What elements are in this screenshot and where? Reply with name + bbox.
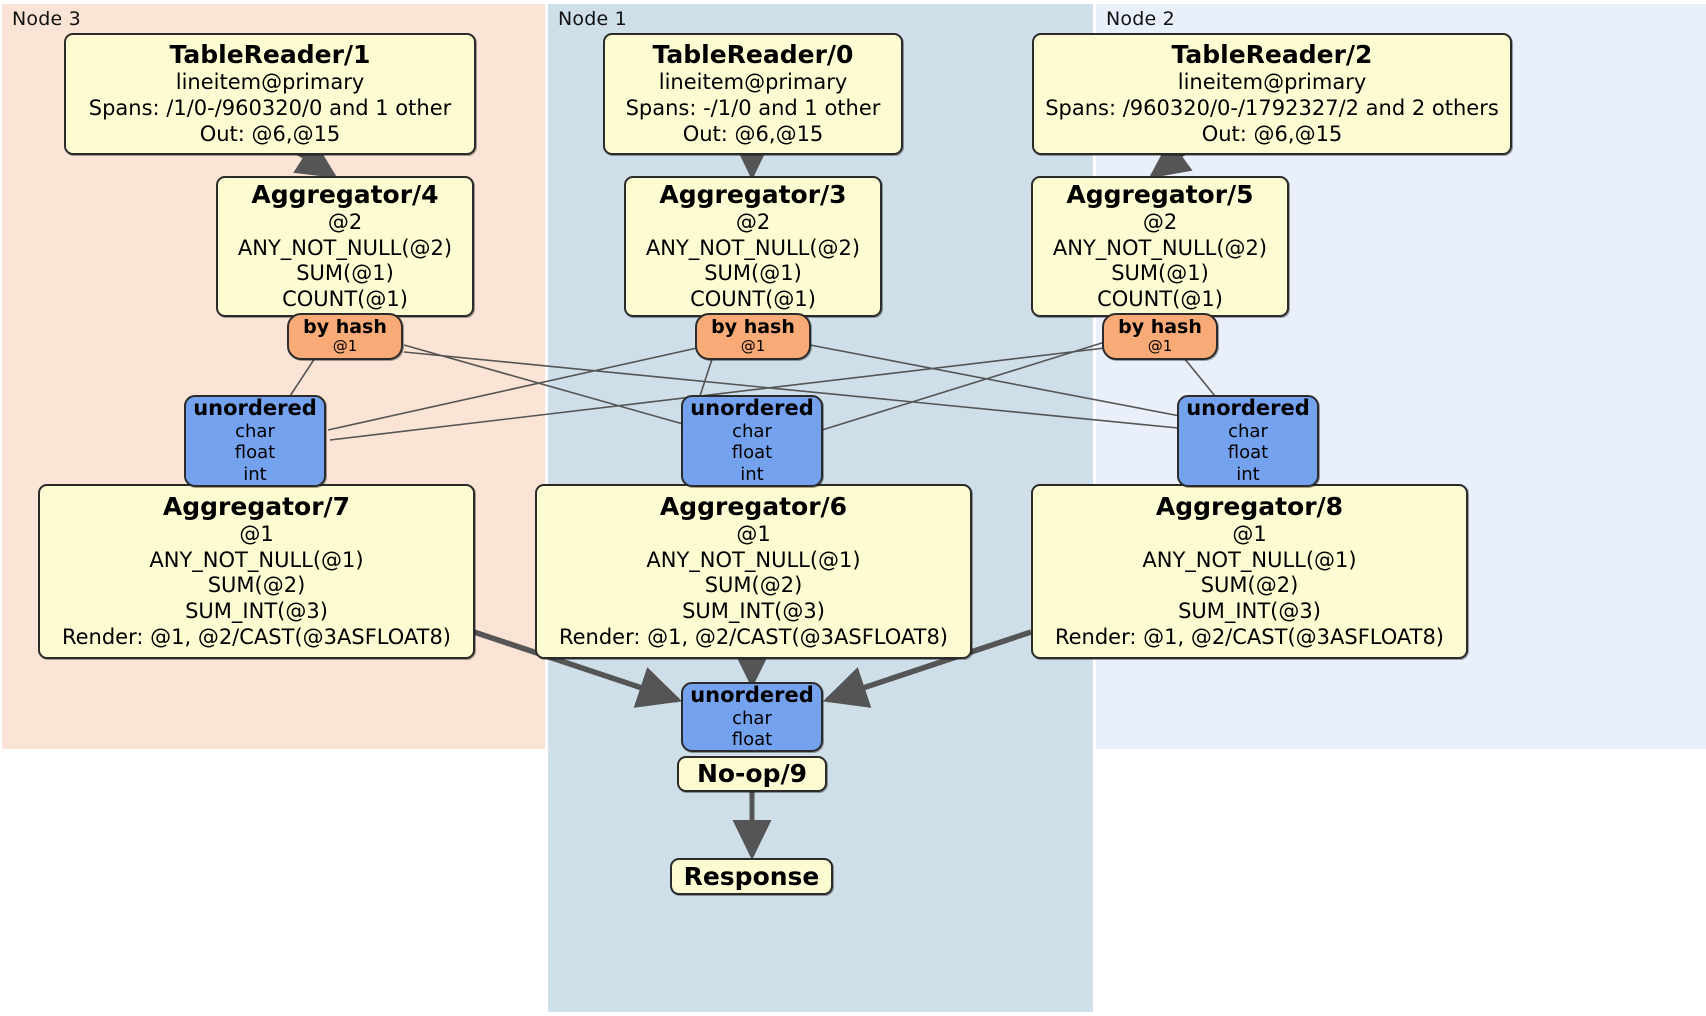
stream-unordered-final-title: unordered xyxy=(690,683,814,708)
tablereader-1-spans: Spans: /1/0-/960320/0 and 1 other xyxy=(88,95,452,120)
aggregator-8-agg1: ANY_NOT_NULL(@1) xyxy=(1142,547,1357,572)
router-by-hash-node1[interactable]: by hash @1 xyxy=(695,313,811,360)
stream-unordered-node3-title: unordered xyxy=(193,396,317,421)
aggregator-5-agg2: SUM(@1) xyxy=(1111,261,1209,286)
tablereader-0-table: lineitem@primary xyxy=(658,70,848,95)
processor-tablereader-1[interactable]: TableReader/1 lineitem@primary Spans: /1… xyxy=(64,33,476,155)
node-panel-label-node3: Node 3 xyxy=(12,8,81,30)
tablereader-0-title: TableReader/0 xyxy=(652,39,854,69)
aggregator-8-groupcols: @1 xyxy=(1232,522,1267,547)
aggregator-6-agg3: SUM_INT(@3) xyxy=(682,599,825,624)
router-by-hash-node2[interactable]: by hash @1 xyxy=(1102,313,1218,360)
tablereader-1-out: Out: @6,@15 xyxy=(199,121,341,146)
stream-unordered-node2-type3: int xyxy=(1236,463,1260,485)
aggregator-4-title: Aggregator/4 xyxy=(251,179,439,209)
processor-response[interactable]: Response xyxy=(670,858,833,895)
aggregator-7-agg1: ANY_NOT_NULL(@1) xyxy=(149,547,364,572)
router-by-hash-node3-title: by hash xyxy=(303,316,387,339)
node-panel-label-node1: Node 1 xyxy=(558,8,627,30)
aggregator-5-title: Aggregator/5 xyxy=(1066,179,1254,209)
aggregator-3-groupcols: @2 xyxy=(735,210,771,235)
aggregator-8-agg3: SUM_INT(@3) xyxy=(1178,599,1321,624)
aggregator-8-title: Aggregator/8 xyxy=(1155,491,1344,521)
aggregator-6-title: Aggregator/6 xyxy=(659,491,848,521)
aggregator-5-agg3: COUNT(@1) xyxy=(1097,286,1223,311)
stream-unordered-node2-title: unordered xyxy=(1186,396,1310,421)
processor-tablereader-2[interactable]: TableReader/2 lineitem@primary Spans: /9… xyxy=(1032,33,1512,155)
stream-unordered-node2-type1: char xyxy=(1228,420,1268,442)
stream-unordered-final-type2: float xyxy=(731,729,773,751)
stream-unordered-node3[interactable]: unordered char float int xyxy=(184,395,326,487)
aggregator-7-groupcols: @1 xyxy=(239,522,274,547)
processor-noop-9[interactable]: No-op/9 xyxy=(677,756,827,792)
aggregator-8-agg2: SUM(@2) xyxy=(1200,573,1299,598)
stream-unordered-node3-type2: float xyxy=(234,442,276,464)
aggregator-6-render: Render: @1, @2/CAST(@3ASFLOAT8) xyxy=(558,624,949,649)
tablereader-2-table: lineitem@primary xyxy=(1177,70,1367,95)
tablereader-2-title: TableReader/2 xyxy=(1171,39,1373,69)
processor-aggregator-6[interactable]: Aggregator/6 @1 ANY_NOT_NULL(@1) SUM(@2)… xyxy=(535,484,972,659)
aggregator-6-agg2: SUM(@2) xyxy=(704,573,803,598)
aggregator-4-agg3: COUNT(@1) xyxy=(282,286,408,311)
aggregator-7-agg2: SUM(@2) xyxy=(207,573,306,598)
stream-unordered-node1-title: unordered xyxy=(690,396,814,421)
aggregator-7-title: Aggregator/7 xyxy=(162,491,351,521)
aggregator-7-agg3: SUM_INT(@3) xyxy=(185,599,328,624)
tablereader-2-spans: Spans: /960320/0-/1792327/2 and 2 others xyxy=(1045,95,1499,120)
stream-unordered-node1-type2: float xyxy=(731,442,773,464)
stream-unordered-node1[interactable]: unordered char float int xyxy=(681,395,823,487)
tablereader-1-title: TableReader/1 xyxy=(169,39,371,69)
aggregator-7-render: Render: @1, @2/CAST(@3ASFLOAT8) xyxy=(61,624,452,649)
stream-unordered-final[interactable]: unordered char float xyxy=(681,682,823,752)
router-by-hash-node2-title: by hash xyxy=(1118,316,1202,339)
stream-unordered-node3-type1: char xyxy=(235,420,275,442)
router-by-hash-node2-cols: @1 xyxy=(1147,337,1173,356)
aggregator-3-agg1: ANY_NOT_NULL(@2) xyxy=(645,235,861,260)
tablereader-0-out: Out: @6,@15 xyxy=(682,121,824,146)
aggregator-6-groupcols: @1 xyxy=(736,522,771,547)
processor-aggregator-5[interactable]: Aggregator/5 @2 ANY_NOT_NULL(@2) SUM(@1)… xyxy=(1031,176,1289,317)
aggregator-5-agg1: ANY_NOT_NULL(@2) xyxy=(1052,235,1268,260)
processor-tablereader-0[interactable]: TableReader/0 lineitem@primary Spans: -/… xyxy=(603,33,903,155)
stream-unordered-node3-type3: int xyxy=(243,463,267,485)
aggregator-4-agg1: ANY_NOT_NULL(@2) xyxy=(237,235,453,260)
aggregator-8-render: Render: @1, @2/CAST(@3ASFLOAT8) xyxy=(1054,624,1445,649)
aggregator-4-groupcols: @2 xyxy=(327,210,363,235)
processor-aggregator-4[interactable]: Aggregator/4 @2 ANY_NOT_NULL(@2) SUM(@1)… xyxy=(216,176,474,317)
stream-unordered-node1-type3: int xyxy=(740,463,764,485)
tablereader-0-spans: Spans: -/1/0 and 1 other xyxy=(625,95,881,120)
stream-unordered-node2-type2: float xyxy=(1227,442,1269,464)
aggregator-3-agg3: COUNT(@1) xyxy=(690,286,816,311)
aggregator-5-groupcols: @2 xyxy=(1142,210,1178,235)
noop-9-title: No-op/9 xyxy=(696,759,808,789)
router-by-hash-node1-title: by hash xyxy=(711,316,795,339)
router-by-hash-node3-cols: @1 xyxy=(332,337,358,356)
tablereader-2-out: Out: @6,@15 xyxy=(1201,121,1343,146)
processor-aggregator-7[interactable]: Aggregator/7 @1 ANY_NOT_NULL(@1) SUM(@2)… xyxy=(38,484,475,659)
processor-aggregator-3[interactable]: Aggregator/3 @2 ANY_NOT_NULL(@2) SUM(@1)… xyxy=(624,176,882,317)
aggregator-3-title: Aggregator/3 xyxy=(659,179,847,209)
stream-unordered-node1-type1: char xyxy=(732,420,772,442)
router-by-hash-node3[interactable]: by hash @1 xyxy=(287,313,403,360)
aggregator-3-agg2: SUM(@1) xyxy=(704,261,802,286)
processor-aggregator-8[interactable]: Aggregator/8 @1 ANY_NOT_NULL(@1) SUM(@2)… xyxy=(1031,484,1468,659)
node-panel-label-node2: Node 2 xyxy=(1106,8,1175,30)
stream-unordered-final-type1: char xyxy=(732,707,772,729)
aggregator-6-agg1: ANY_NOT_NULL(@1) xyxy=(646,547,861,572)
stream-unordered-node2[interactable]: unordered char float int xyxy=(1177,395,1319,487)
tablereader-1-table: lineitem@primary xyxy=(175,70,365,95)
aggregator-4-agg2: SUM(@1) xyxy=(296,261,394,286)
router-by-hash-node1-cols: @1 xyxy=(740,337,766,356)
response-title: Response xyxy=(683,861,820,891)
